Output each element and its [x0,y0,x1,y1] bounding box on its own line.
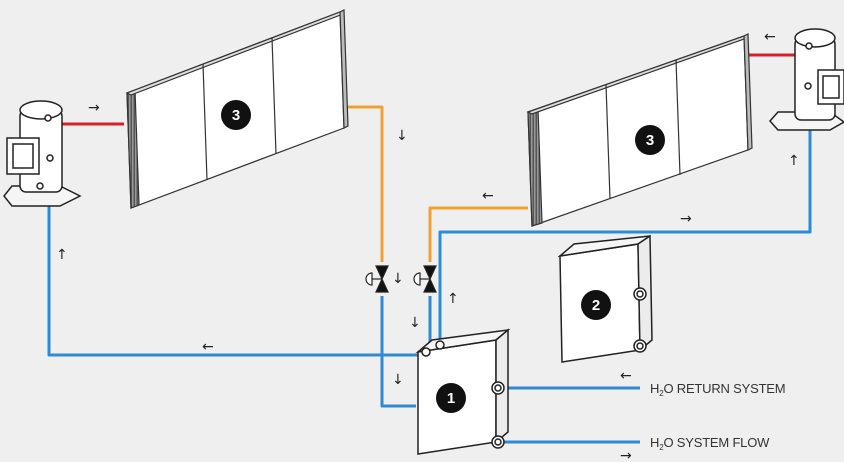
pipe-cold-right-suction [438,88,812,345]
pipe-warm-left [345,105,384,262]
badge-3-right: 3 [635,125,665,155]
arrow-left-1: ← [764,29,776,45]
arrow-left-3: ← [202,339,214,355]
arrow-left-4: ← [620,368,632,384]
badge-3-left-text: 3 [232,107,240,124]
label-return-sub: 2 [659,389,664,398]
label-flow-h: H [650,435,659,450]
badge-1: 1 [436,383,466,413]
pipe-cold-valve-left [380,296,416,408]
label-flow-sub: 2 [659,443,664,452]
arrow-down-1: ↓ [396,128,408,144]
arrow-up-2: ↑ [56,247,68,263]
pipe-cold-left-suction [47,196,418,357]
arrow-up-1: ↑ [788,153,800,169]
arrow-right-1: → [88,100,100,116]
label-return-system: H2O RETURN SYSTEM [650,381,785,398]
arrow-down-2: ↓ [392,271,404,287]
label-system-flow: H2O SYSTEM FLOW [650,435,770,452]
compressor-left [3,100,82,207]
arrow-right-3: → [620,448,632,462]
label-return-rest: O RETURN SYSTEM [663,381,785,396]
arrow-down-3: ↓ [409,315,421,331]
arrow-down-4: ↓ [392,372,404,388]
badge-3-left: 3 [221,100,251,130]
label-flow-rest: O SYSTEM FLOW [663,435,770,450]
expansion-valve-right[interactable] [413,265,437,293]
arrow-left-2: ← [482,188,494,204]
badge-2: 2 [581,290,611,320]
flow-arrows: → ↓ ← ↑ ← → ↑ ↓ ↑ ↓ ← ↓ ← → [56,29,800,462]
pipe-warm-right [428,206,528,262]
arrow-up-3: ↑ [447,291,459,307]
compressor-right [768,28,844,131]
badge-2-text: 2 [592,297,600,314]
badge-3-right-text: 3 [646,132,654,149]
pipes [47,53,812,444]
arrow-right-2: → [680,211,692,227]
label-return-h: H [650,381,659,396]
expansion-valve-left[interactable] [365,265,389,293]
badge-1-text: 1 [447,390,455,407]
